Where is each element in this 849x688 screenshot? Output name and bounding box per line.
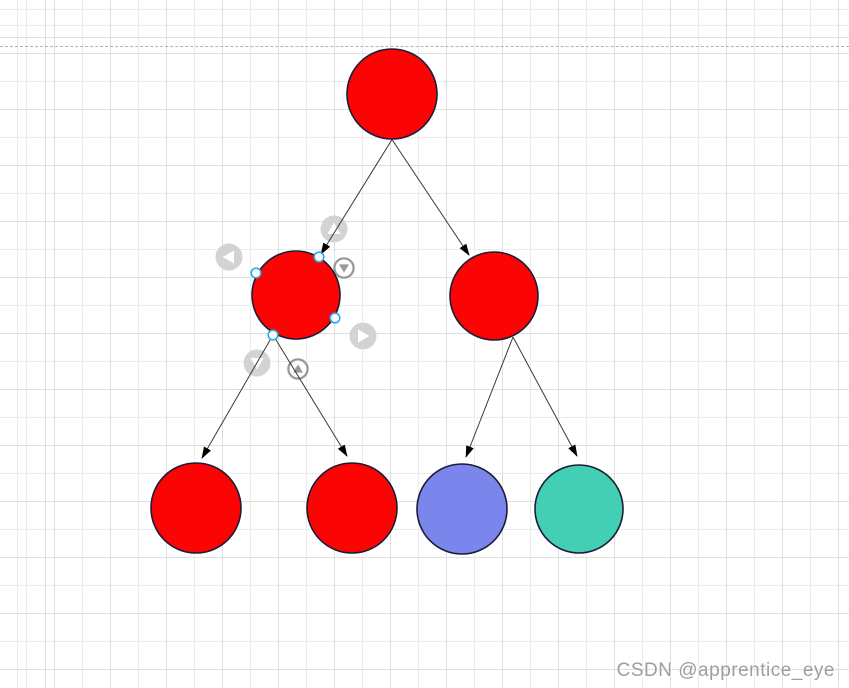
circled-arrow-down[interactable] [333,257,355,279]
right-triangle-icon [358,329,370,343]
up-triangle-icon [293,364,303,373]
edge-mid-right-to-leaf-4[interactable] [512,336,578,457]
down-triangle-icon [339,264,349,273]
circled-arrow-up[interactable] [287,358,309,380]
edge-root-to-mid-left[interactable] [320,139,393,255]
edge-mid-left-to-leaf-2[interactable] [272,334,348,457]
connection-handle-0[interactable] [313,251,325,263]
edge-root-to-mid-right[interactable] [391,139,470,256]
direction-arrow-right[interactable] [349,322,377,350]
tree-node-leaf-4[interactable] [534,464,624,554]
direction-arrow-up[interactable] [320,215,348,243]
left-triangle-icon [222,250,234,264]
edge-mid-left-to-leaf-1[interactable] [201,334,274,459]
edge-mid-right-to-leaf-3[interactable] [465,336,514,458]
tree-node-mid-left[interactable] [251,250,341,340]
connection-handle-1[interactable] [250,267,262,279]
down-triangle-icon [250,358,264,370]
connection-handle-3[interactable] [267,329,279,341]
up-triangle-icon [327,222,341,234]
tree-node-leaf-3[interactable] [416,463,508,555]
watermark: CSDN @apprentice_eye [616,660,835,681]
direction-arrow-left[interactable] [215,243,243,271]
tree-node-leaf-2[interactable] [306,462,398,554]
tree-node-root[interactable] [346,48,438,140]
connection-handle-2[interactable] [329,312,341,324]
tree-node-leaf-1[interactable] [150,462,242,554]
page-boundary-line [0,46,849,47]
tree-node-mid-right[interactable] [449,251,539,341]
